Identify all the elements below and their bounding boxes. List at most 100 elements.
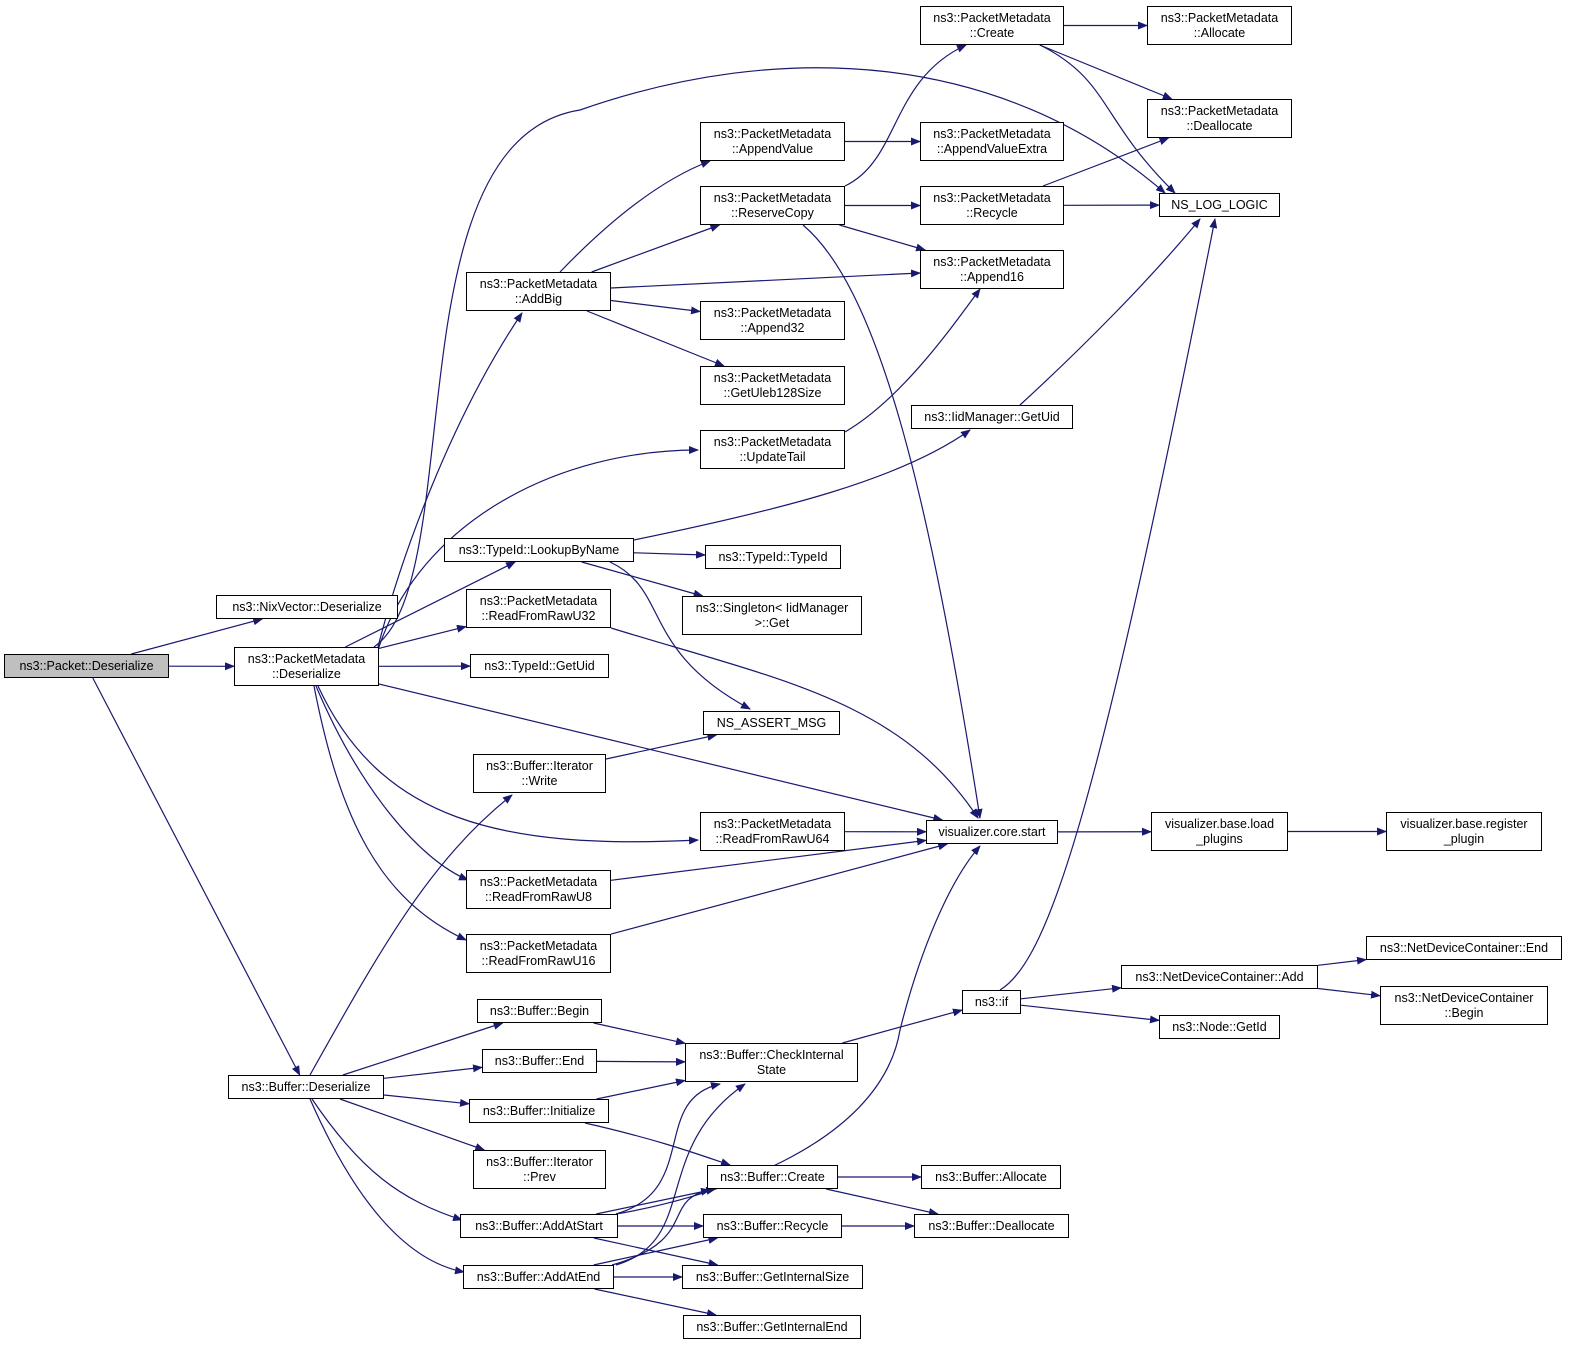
node-buffer-end[interactable]: ns3::Buffer::End [482,1049,597,1073]
node-label-line: ::ReadFromRawU32 [481,608,596,623]
edge-pm_addbig-to-pm_reservecopy [591,224,721,273]
node-viz-load-plugins[interactable]: visualizer.base.load_plugins [1151,812,1288,851]
node-pm-append16[interactable]: ns3::PacketMetadata::Append16 [920,250,1064,289]
node-ndc-add[interactable]: ns3::NetDeviceContainer::Add [1121,965,1318,989]
edge-pm_readfromrawu32-to-viz_core_start [610,627,979,819]
node-pm-deallocate[interactable]: ns3::PacketMetadata::Deallocate [1147,99,1292,138]
node-label-line: visualizer.base.register [1400,816,1528,831]
node-typeid-lookupbyname[interactable]: ns3::TypeId::LookupByName [444,538,634,562]
edge-buffer_deserialize-to-iterator_prev [339,1098,486,1151]
node-label-line: ns3::Buffer::Deallocate [928,1218,1055,1233]
node-pm-create[interactable]: ns3::PacketMetadata::Create [920,6,1064,45]
node-buffer-addatstart[interactable]: ns3::Buffer::AddAtStart [460,1214,618,1238]
node-buffer-getinternalsize[interactable]: ns3::Buffer::GetInternalSize [682,1265,863,1289]
edge-pm_create-to-ns_log_logic [1039,44,1176,194]
node-pm-reservecopy[interactable]: ns3::PacketMetadata::ReserveCopy [700,186,845,225]
edge-buffer_end-to-buffer_checkinternal [596,1057,686,1066]
edge-pm_deserialize-to-ns_log_logic [373,67,1166,648]
node-label-line: ns3::Packet::Deserialize [19,658,154,673]
node-buffer-create[interactable]: ns3::Buffer::Create [707,1165,838,1189]
node-packet-deserialize[interactable]: ns3::Packet::Deserialize [4,654,169,678]
edge-typeid_lookupbyname-to-typeid_typeid [633,550,706,559]
node-label-line: ns3::Singleton< IidManager [695,600,849,615]
node-buffer-recycle[interactable]: ns3::Buffer::Recycle [703,1214,842,1238]
node-pm-updatetail[interactable]: ns3::PacketMetadata::UpdateTail [700,430,845,469]
node-label-line: ns3::TypeId::LookupByName [458,542,620,557]
node-label-line: ns3::PacketMetadata [1160,10,1279,25]
node-iterator-write[interactable]: ns3::Buffer::Iterator::Write [473,754,606,793]
node-buffer-addatend[interactable]: ns3::Buffer::AddAtEnd [463,1265,614,1289]
node-iterator-prev[interactable]: ns3::Buffer::Iterator::Prev [473,1150,606,1189]
node-pm-deserialize[interactable]: ns3::PacketMetadata::Deserialize [234,647,379,686]
edge-iterator_write-to-ns_assert_msg [605,733,718,760]
node-label-line: ns3::if [974,994,1009,1009]
node-label-line: ns3::PacketMetadata [713,434,832,449]
node-pm-readfromrawu8[interactable]: ns3::PacketMetadata::ReadFromRawU8 [466,870,611,909]
edge-buffer_initialize-to-buffer_create [584,1122,731,1166]
node-label-line: NS_ASSERT_MSG [716,715,827,730]
node-typeid-getuid[interactable]: ns3::TypeId::GetUid [470,654,609,678]
node-viz-register-plugin[interactable]: visualizer.base.register_plugin [1386,812,1542,851]
edge-buffer_deserialize-to-buffer_end [383,1064,483,1079]
node-node-getid[interactable]: ns3::Node::GetId [1159,1015,1280,1039]
edge-pm_deserialize-to-pm_readfromrawu64 [317,685,699,845]
node-viz-core-start[interactable]: visualizer.core.start [926,820,1058,844]
node-label-line: ::Deserialize [272,666,341,681]
node-pm-getuleb[interactable]: ns3::PacketMetadata::GetUleb128Size [700,366,845,405]
node-label-line: ns3::NetDeviceContainer::Add [1135,969,1304,984]
node-buffer-initialize[interactable]: ns3::Buffer::Initialize [469,1099,609,1123]
edge-ns3_if-to-ns_log_logic [999,218,1218,991]
edge-buffer_addatstart-to-buffer_checkinternal [615,1082,721,1215]
node-iidmanager-getuid[interactable]: ns3::IidManager::GetUid [911,405,1073,429]
node-label-line: ns3::Buffer::Create [720,1169,825,1184]
node-label-line: ns3::NetDeviceContainer::End [1379,940,1549,955]
node-nixvector-deserialize[interactable]: ns3::NixVector::Deserialize [216,595,398,619]
edge-pm_addbig-to-pm_appendvalue [559,160,711,273]
node-buffer-deallocate[interactable]: ns3::Buffer::Deallocate [914,1214,1069,1238]
node-typeid-typeid[interactable]: ns3::TypeId::TypeId [705,545,841,569]
node-ndc-end[interactable]: ns3::NetDeviceContainer::End [1366,936,1562,960]
node-label-line: ::Deallocate [1186,118,1253,133]
node-label-line: _plugins [1196,831,1243,846]
node-buffer-getinternalend[interactable]: ns3::Buffer::GetInternalEnd [683,1315,861,1339]
node-label-line: ::Recycle [966,205,1018,220]
edge-buffer_deserialize-to-buffer_addatstart [311,1098,463,1222]
node-ns-log-logic[interactable]: NS_LOG_LOGIC [1159,193,1280,217]
edge-buffer_deserialize-to-buffer_begin [342,1021,504,1076]
node-pm-appendvalue[interactable]: ns3::PacketMetadata::AppendValue [700,122,845,161]
node-pm-recycle[interactable]: ns3::PacketMetadata::Recycle [920,186,1064,225]
node-label-line: ns3::PacketMetadata [479,276,598,291]
node-label-line: ns3::Buffer::Initialize [482,1103,596,1118]
node-buffer-begin[interactable]: ns3::Buffer::Begin [477,999,602,1023]
edge-pm_create-to-pm_deallocate [1039,44,1173,100]
node-label-line: ns3::NetDeviceContainer [1394,990,1534,1005]
node-label-line: ns3::TypeId::TypeId [718,549,828,564]
node-label-line: ::ReadFromRawU64 [715,831,830,846]
node-pm-readfromrawu64[interactable]: ns3::PacketMetadata::ReadFromRawU64 [700,812,845,851]
node-ndc-begin[interactable]: ns3::NetDeviceContainer::Begin [1380,986,1548,1025]
node-buffer-deserialize[interactable]: ns3::Buffer::Deserialize [228,1075,384,1099]
node-ns3-if[interactable]: ns3::if [962,990,1021,1014]
node-label-line: ::Append32 [740,320,805,335]
edge-pm_deserialize-to-pm_readfromrawu16 [313,685,467,941]
node-pm-appendvalueextra[interactable]: ns3::PacketMetadata::AppendValueExtra [920,122,1064,161]
node-label-line: ns3::PacketMetadata [933,126,1051,141]
edge-packet_deserialize-to-nixvector_deserialize [131,617,264,655]
node-pm-addbig[interactable]: ns3::PacketMetadata::AddBig [466,272,611,311]
node-label-line: ns3::Buffer::Iterator [486,758,593,773]
node-pm-readfromrawu32[interactable]: ns3::PacketMetadata::ReadFromRawU32 [466,589,611,628]
node-buffer-allocate[interactable]: ns3::Buffer::Allocate [921,1165,1061,1189]
node-ns-assert-msg[interactable]: NS_ASSERT_MSG [703,711,840,735]
node-label-line: ns3::Buffer::Allocate [935,1169,1047,1184]
node-pm-append32[interactable]: ns3::PacketMetadata::Append32 [700,301,845,340]
edge-pm_readfromrawu16-to-viz_core_start [610,842,949,935]
node-label-line: ns3::Buffer::Begin [489,1003,590,1018]
node-pm-readfromrawu16[interactable]: ns3::PacketMetadata::ReadFromRawU16 [466,934,611,973]
node-pm-allocate[interactable]: ns3::PacketMetadata::Allocate [1147,6,1292,45]
node-label-line: visualizer.base.load [1164,816,1275,831]
node-singleton-get[interactable]: ns3::Singleton< IidManager>::Get [682,596,862,635]
node-label-line: ::ReserveCopy [731,205,814,220]
node-label-line: ::Create [969,25,1015,40]
